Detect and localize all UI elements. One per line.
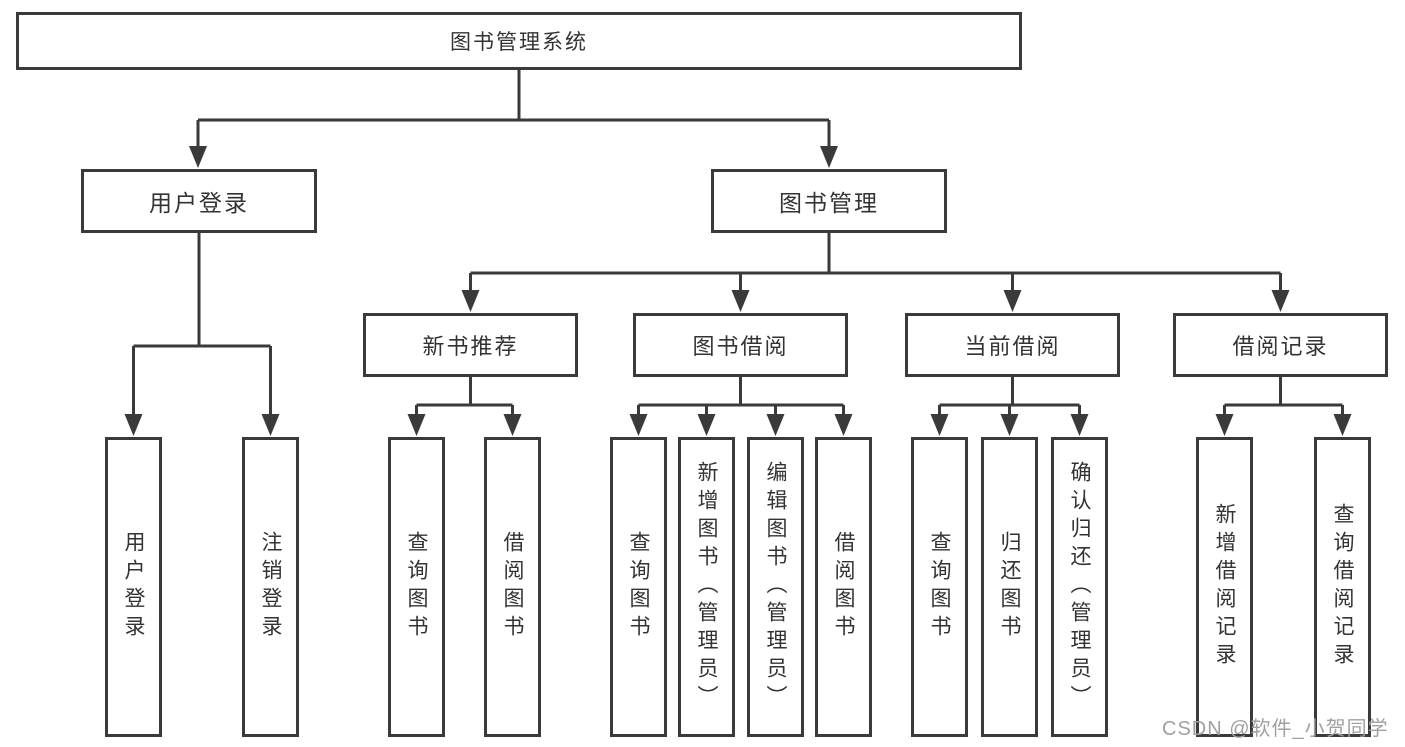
node-query-books-borrow: 查询图书: [610, 437, 667, 737]
node-label: 查询图书: [928, 531, 952, 643]
node-query-books-current: 查询图书: [911, 437, 968, 737]
node-label: 注销登录: [259, 531, 283, 643]
node-borrow-books-recommend: 借阅图书: [484, 437, 541, 737]
node-label: 查询图书: [405, 531, 429, 643]
node-label: 借阅图书: [501, 531, 525, 643]
node-label: 用户登录: [122, 531, 146, 643]
node-label: 图书管理: [779, 190, 879, 216]
node-book-borrow: 图书借阅: [633, 313, 848, 377]
node-edit-book-admin: 编辑图书（管理员）: [747, 437, 804, 737]
watermark-text: CSDN @软件_小贺同学: [1162, 718, 1389, 740]
node-add-book-admin: 新增图书（管理员）: [678, 437, 735, 737]
node-return-book: 归还图书: [981, 437, 1038, 737]
node-label: 借阅记录: [1232, 334, 1329, 359]
node-root: 图书管理系统: [16, 12, 1022, 70]
node-logout-action: 注销登录: [242, 437, 299, 737]
node-label: 用户登录: [149, 190, 249, 216]
node-label: 图书借阅: [692, 334, 789, 359]
node-label: 查询借阅记录: [1331, 503, 1355, 671]
node-user-login-action: 用户登录: [105, 437, 162, 737]
node-user-login: 用户登录: [81, 169, 317, 233]
node-label: 确认归还（管理员）: [1068, 461, 1092, 713]
node-query-borrow-record: 查询借阅记录: [1314, 437, 1371, 737]
node-current-borrow: 当前借阅: [905, 313, 1120, 377]
node-borrow-books-action: 借阅图书: [815, 437, 872, 737]
node-label: 新增图书（管理员）: [695, 461, 719, 713]
node-confirm-return-admin: 确认归还（管理员）: [1051, 437, 1108, 737]
node-book-management: 图书管理: [711, 169, 947, 233]
node-label: 新增借阅记录: [1213, 503, 1237, 671]
node-new-book-recommend: 新书推荐: [363, 313, 578, 377]
node-borrow-records: 借阅记录: [1173, 313, 1388, 377]
arrowheads: [124, 146, 1352, 436]
node-label: 新书推荐: [422, 334, 519, 359]
node-root-label: 图书管理系统: [450, 31, 588, 54]
node-label: 当前借阅: [964, 334, 1061, 359]
node-add-borrow-record: 新增借阅记录: [1196, 437, 1253, 737]
node-label: 编辑图书（管理员）: [764, 461, 788, 713]
node-label: 归还图书: [998, 531, 1022, 643]
node-label: 借阅图书: [832, 531, 856, 643]
node-query-books-recommend: 查询图书: [388, 437, 445, 737]
node-label: 查询图书: [627, 531, 651, 643]
